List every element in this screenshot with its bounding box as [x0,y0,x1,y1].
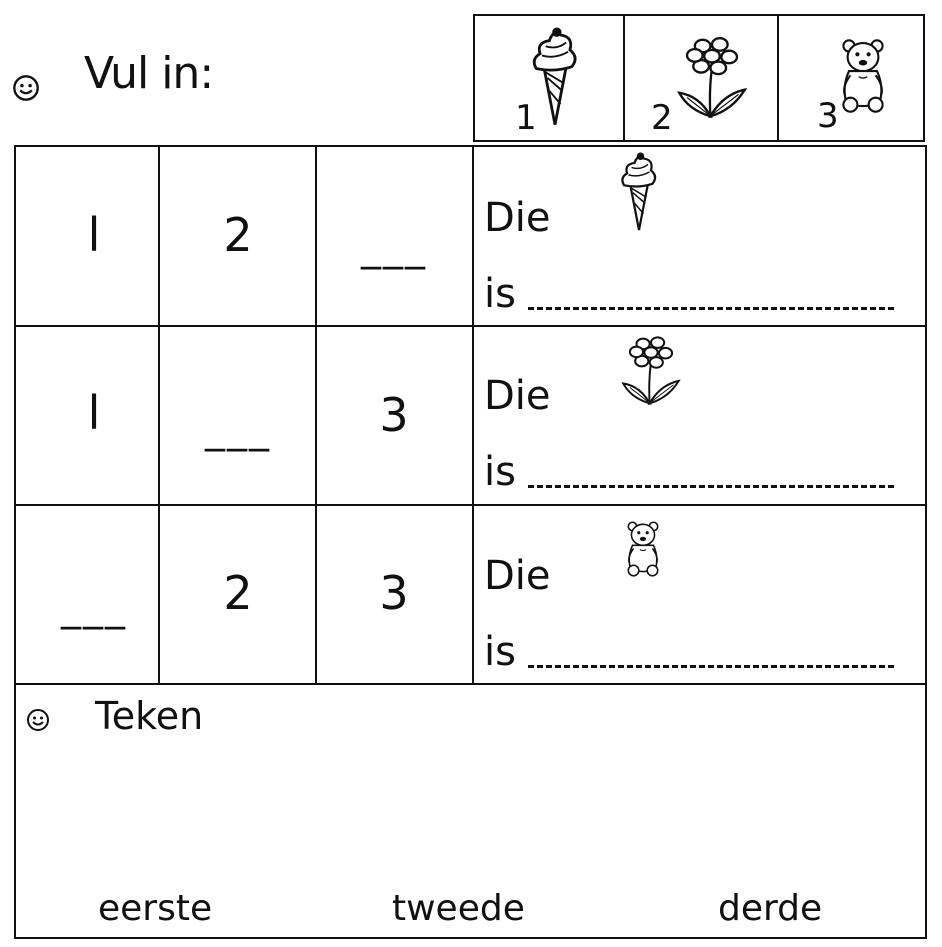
answer-line[interactable] [528,307,894,310]
answer-line[interactable] [528,665,894,668]
picture-key-number: 1 [515,98,537,138]
ordinal-label: tweede [392,888,525,929]
answer-line[interactable] [528,485,894,488]
row-is-label: is [484,629,516,675]
ice-cream-icon [527,24,583,130]
smiley-icon [26,708,50,732]
flower-icon [673,26,751,130]
teddy-bear-icon [835,22,891,130]
picture-key-number: 3 [817,96,839,136]
ice-cream-icon [616,151,662,233]
picture-key-cell: 1 [475,16,625,140]
page-title: Vul in: [84,48,214,99]
table-cell: 3 [379,388,409,442]
row-word: Die [484,373,551,419]
picture-key-cell: 3 [779,16,923,140]
picture-key: 1 2 3 [473,14,925,142]
table-cell: 2 [223,208,253,262]
picture-key-number: 2 [651,98,673,138]
drawing-area[interactable] [14,683,927,939]
row-is-label: is [484,449,516,495]
flower-icon [618,333,684,409]
table-cell: l [87,208,101,262]
picture-key-cell: 2 [625,16,779,140]
section-title: Teken [95,694,204,738]
ordinal-label: eerste [98,888,213,929]
table-cell-blank[interactable]: ___ [61,584,127,630]
table-cell-blank[interactable]: ___ [205,406,271,452]
row-is-label: is [484,271,516,317]
row-word: Die [484,195,551,241]
row-word: Die [484,553,551,599]
teddy-bear-icon [622,511,664,587]
table-cell: l [87,386,101,440]
ordinal-label: derde [718,888,823,929]
table-cell-blank[interactable]: ___ [361,224,427,270]
sequence-table: l 2 ___ Die is l ___ 3 Die is ___ 2 3 Di… [14,145,927,685]
smiley-icon [12,74,40,102]
table-cell: 2 [223,566,253,620]
table-cell: 3 [379,566,409,620]
